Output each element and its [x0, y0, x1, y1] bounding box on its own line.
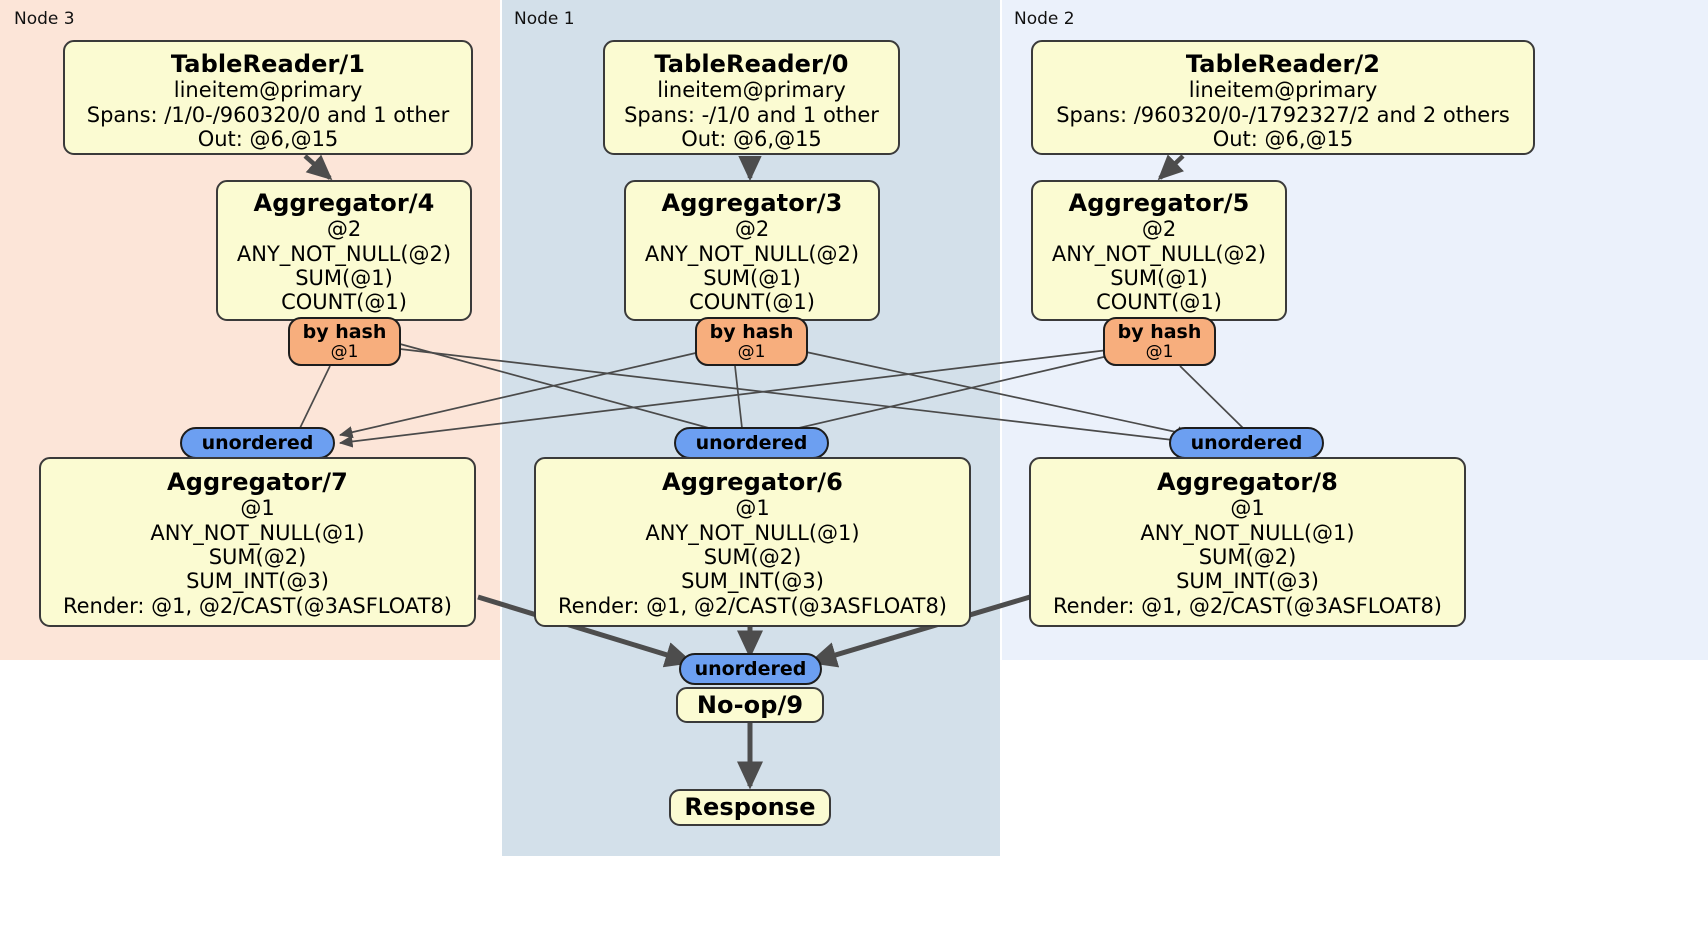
router-by-hash-aggregator-4[interactable]: by hash @1	[288, 317, 401, 366]
router-by-hash-aggregator-5[interactable]: by hash @1	[1103, 317, 1216, 366]
processor-line: ANY_NOT_NULL(@1)	[645, 520, 860, 545]
processor-title: Response	[684, 793, 816, 821]
processor-title: No-op/9	[696, 691, 804, 719]
processor-line: SUM(@1)	[703, 266, 801, 291]
processor-title: TableReader/2	[1185, 50, 1381, 78]
processor-line: Spans: /1/0-/960320/0 and 1 other	[86, 102, 450, 127]
processor-line: Render: @1, @2/CAST(@3ASFLOAT8)	[62, 593, 453, 618]
processor-line: Out: @6,@15	[1212, 127, 1354, 152]
processor-line: lineitem@primary	[1188, 78, 1378, 103]
processor-line: @1	[1230, 496, 1265, 521]
processor-aggregator-5[interactable]: Aggregator/5 @2 ANY_NOT_NULL(@2) SUM(@1)…	[1031, 180, 1287, 321]
processor-aggregator-3[interactable]: Aggregator/3 @2 ANY_NOT_NULL(@2) SUM(@1)…	[624, 180, 880, 321]
processor-line: ANY_NOT_NULL(@1)	[1140, 520, 1355, 545]
processor-line: SUM(@2)	[1198, 545, 1297, 570]
processor-line: SUM(@1)	[295, 266, 393, 291]
processor-title: TableReader/1	[170, 50, 366, 78]
processor-aggregator-8[interactable]: Aggregator/8 @1 ANY_NOT_NULL(@1) SUM(@2)…	[1029, 457, 1466, 627]
processor-line: Spans: -/1/0 and 1 other	[624, 102, 879, 127]
processor-line: Render: @1, @2/CAST(@3ASFLOAT8)	[1052, 593, 1443, 618]
router-type-label: by hash	[709, 321, 794, 343]
panel-label-node-2: Node 2	[1014, 9, 1075, 29]
processor-line: @2	[1141, 217, 1177, 242]
processor-aggregator-7[interactable]: Aggregator/7 @1 ANY_NOT_NULL(@1) SUM(@2)…	[39, 457, 476, 627]
processor-line: Spans: /960320/0-/1792327/2 and 2 others	[1056, 102, 1510, 127]
router-type-label: unordered	[694, 658, 807, 680]
processor-line: Out: @6,@15	[681, 127, 822, 152]
router-type-label: unordered	[201, 432, 314, 454]
processor-line: ANY_NOT_NULL(@2)	[236, 241, 452, 266]
router-by-hash-aggregator-3[interactable]: by hash @1	[695, 317, 808, 366]
processor-title: Aggregator/5	[1068, 189, 1250, 217]
router-unordered-left[interactable]: unordered	[180, 427, 335, 459]
router-type-label: unordered	[695, 432, 808, 454]
panel-label-node-1: Node 1	[514, 9, 575, 29]
router-type-label: unordered	[1190, 432, 1303, 454]
processor-title: Aggregator/6	[662, 468, 843, 496]
processor-line: @1	[735, 496, 770, 521]
processor-table-reader-0[interactable]: TableReader/0 lineitem@primary Spans: -/…	[603, 40, 900, 155]
router-unordered-right[interactable]: unordered	[1169, 427, 1324, 459]
processor-line: COUNT(@1)	[1096, 290, 1222, 315]
processor-line: SUM(@2)	[208, 545, 307, 570]
processor-title: Aggregator/7	[167, 468, 348, 496]
processor-line: lineitem@primary	[657, 78, 846, 103]
processor-no-op-9[interactable]: No-op/9	[676, 687, 824, 723]
processor-line: lineitem@primary	[173, 78, 363, 103]
router-type-label: by hash	[1117, 321, 1202, 343]
processor-title: Aggregator/4	[253, 189, 435, 217]
processor-title: TableReader/0	[654, 50, 849, 78]
processor-line: ANY_NOT_NULL(@1)	[150, 520, 365, 545]
processor-aggregator-6[interactable]: Aggregator/6 @1 ANY_NOT_NULL(@1) SUM(@2)…	[534, 457, 971, 627]
processor-line: SUM_INT(@3)	[681, 569, 824, 594]
router-key-label: @1	[330, 341, 359, 362]
router-key-label: @1	[737, 341, 766, 362]
router-unordered-mid[interactable]: unordered	[674, 427, 829, 459]
processor-aggregator-4[interactable]: Aggregator/4 @2 ANY_NOT_NULL(@2) SUM(@1)…	[216, 180, 472, 321]
panel-label-node-3: Node 3	[14, 9, 75, 29]
processor-title: Aggregator/3	[661, 189, 843, 217]
processor-line: @1	[240, 496, 275, 521]
processor-line: COUNT(@1)	[281, 290, 407, 315]
router-unordered-final[interactable]: unordered	[679, 653, 822, 685]
processor-line: @2	[734, 217, 770, 242]
processor-table-reader-1[interactable]: TableReader/1 lineitem@primary Spans: /1…	[63, 40, 473, 155]
processor-line: ANY_NOT_NULL(@2)	[644, 241, 860, 266]
processor-line: SUM(@2)	[703, 545, 802, 570]
processor-line: SUM_INT(@3)	[1176, 569, 1319, 594]
processor-line: @2	[326, 217, 362, 242]
processor-line: Out: @6,@15	[197, 127, 339, 152]
processor-line: COUNT(@1)	[689, 290, 815, 315]
processor-line: ANY_NOT_NULL(@2)	[1051, 241, 1267, 266]
router-type-label: by hash	[302, 321, 387, 343]
processor-table-reader-2[interactable]: TableReader/2 lineitem@primary Spans: /9…	[1031, 40, 1535, 155]
processor-response[interactable]: Response	[669, 789, 831, 826]
processor-title: Aggregator/8	[1157, 468, 1338, 496]
processor-line: SUM(@1)	[1110, 266, 1208, 291]
router-key-label: @1	[1145, 341, 1174, 362]
processor-line: SUM_INT(@3)	[186, 569, 329, 594]
processor-line: Render: @1, @2/CAST(@3ASFLOAT8)	[557, 593, 948, 618]
